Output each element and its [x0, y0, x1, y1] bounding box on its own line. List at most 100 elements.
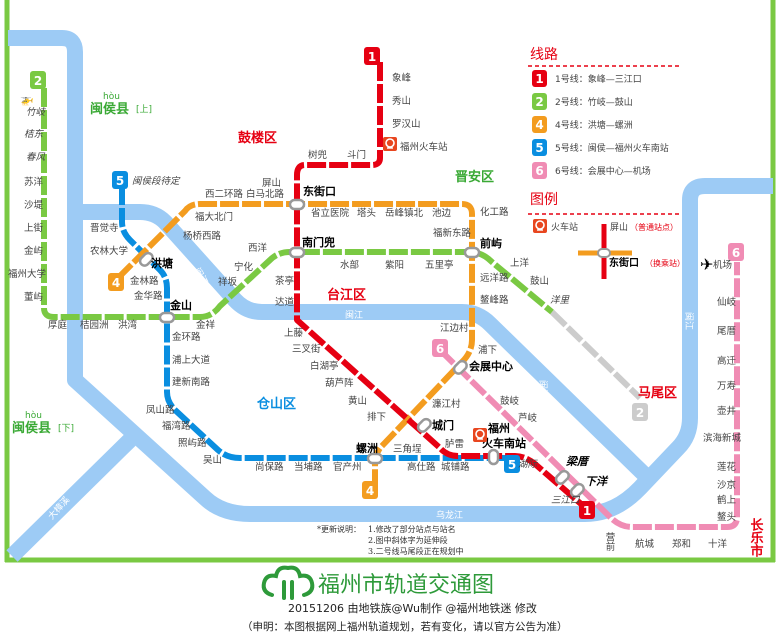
interchange-marker[interactable]: [366, 452, 384, 465]
station-label[interactable]: 上街: [24, 222, 44, 234]
station-label[interactable]: 黄山: [348, 395, 367, 407]
station-label[interactable]: 鼓岐: [500, 395, 520, 407]
transfer-station-label[interactable]: 梁厝: [565, 455, 590, 468]
station-label[interactable]: 城铺路: [441, 461, 470, 473]
station-label[interactable]: 金屿: [24, 245, 43, 257]
station-label[interactable]: 祥坂: [218, 276, 238, 288]
line-badge[interactable]: 1: [364, 47, 380, 65]
station-label[interactable]: 郑和: [672, 538, 691, 550]
station-label[interactable]: 高迁: [717, 355, 737, 367]
line-badge[interactable]: 6: [728, 243, 744, 261]
station-label[interactable]: 建新南路: [172, 376, 211, 388]
station-label[interactable]: 照屿路: [178, 437, 207, 449]
station-label[interactable]: 晋觉寺: [90, 223, 119, 234]
station-label[interactable]: 仙岐: [717, 296, 737, 308]
station-label[interactable]: 浦上大道: [172, 354, 211, 366]
station-label[interactable]: 池边: [432, 207, 452, 219]
station-label[interactable]: 官产州: [333, 461, 362, 473]
station-label[interactable]: 西二环路 白马北路: [205, 188, 285, 200]
line-badge[interactable]: 5: [112, 171, 128, 189]
station-label[interactable]: 三角埕: [393, 443, 422, 455]
station-label[interactable]: 鹤上: [717, 494, 737, 506]
station-label[interactable]: 桔园洲: [80, 319, 109, 331]
station-label[interactable]: 达道: [275, 296, 295, 308]
station-label[interactable]: 三叉街: [292, 343, 321, 355]
transfer-station-label[interactable]: 会展中心: [469, 359, 513, 373]
interchange-marker[interactable]: [569, 482, 585, 498]
station-label[interactable]: 吴山: [203, 455, 222, 466]
station-label[interactable]: 湖际: [518, 459, 539, 470]
transfer-station-label[interactable]: 前屿: [480, 236, 502, 250]
station-label[interactable]: 十洋: [708, 538, 728, 550]
station-label[interactable]: 厚庭: [48, 319, 68, 331]
station-label[interactable]: 福新东路: [433, 227, 472, 239]
station-label[interactable]: 宁化: [234, 261, 254, 273]
station-label[interactable]: 福州大学: [8, 268, 46, 280]
interchange-marker[interactable]: [288, 246, 306, 259]
station-label[interactable]: 尚保路: [255, 461, 284, 473]
station-label[interactable]: 莲花: [717, 461, 737, 473]
interchange-marker[interactable]: [138, 251, 154, 267]
transfer-station-label[interactable]: 下洋: [585, 475, 609, 488]
interchange-marker[interactable]: [452, 359, 468, 375]
station-label[interactable]: 洋里: [550, 294, 571, 306]
station-label[interactable]: 福州火车站: [400, 141, 448, 153]
station-label[interactable]: 屏山: [262, 178, 281, 189]
station-label[interactable]: 上藤: [284, 327, 304, 339]
interchange-marker[interactable]: [288, 198, 306, 211]
interchange-marker[interactable]: [487, 448, 500, 466]
station-label[interactable]: 苏洋: [24, 176, 44, 188]
line-badge[interactable]: 5: [504, 455, 520, 473]
transfer-station-label[interactable]: 金山: [169, 298, 192, 312]
station-label[interactable]: 紫阳: [385, 260, 404, 271]
station-label[interactable]: 象峰: [392, 72, 412, 84]
transfer-station-label[interactable]: 福州: [487, 421, 510, 435]
station-label[interactable]: 金华路: [134, 290, 163, 302]
station-label[interactable]: 省立医院: [311, 207, 350, 219]
station-label[interactable]: 沙京: [717, 479, 736, 491]
line-badge[interactable]: 4: [108, 273, 124, 291]
station-label[interactable]: 三江口: [551, 495, 581, 506]
station-label[interactable]: 高仕路: [407, 461, 436, 473]
station-label[interactable]: 岳峰镇北: [385, 207, 424, 219]
transfer-station-label[interactable]: 城门: [432, 418, 454, 432]
station-label[interactable]: 远洋路: [480, 272, 509, 284]
station-label[interactable]: 闽侯段待定: [132, 175, 181, 187]
interchange-marker[interactable]: [416, 417, 432, 433]
station-label[interactable]: 杨桥西路: [183, 230, 222, 242]
transfer-station-label[interactable]: 螺洲: [356, 441, 378, 455]
line-badge[interactable]: 2: [632, 403, 648, 421]
station-label[interactable]: 金环路: [172, 331, 201, 343]
transfer-station-label[interactable]: 东街口: [303, 184, 336, 198]
station-label[interactable]: 五里亭: [425, 259, 454, 271]
station-label[interactable]: 洪湾: [118, 319, 138, 331]
interchange-marker[interactable]: [554, 469, 570, 485]
line-badge[interactable]: 4: [362, 481, 378, 499]
station-label[interactable]: 董屿: [24, 291, 43, 303]
station-label[interactable]: 树兜: [308, 149, 328, 161]
station-label[interactable]: 罗汉山: [392, 119, 421, 130]
station-label[interactable]: 福湾路: [162, 420, 191, 432]
station-label[interactable]: 万寿: [717, 380, 736, 392]
station-label[interactable]: 浦下: [478, 344, 497, 356]
station-label[interactable]: 江边村: [440, 322, 469, 334]
station-label[interactable]: 葫芦阵: [325, 377, 354, 389]
station-label[interactable]: 凤山路: [146, 404, 175, 416]
station-label[interactable]: 竹岐: [26, 107, 47, 118]
transfer-station-label[interactable]: 南门兜: [302, 235, 335, 249]
station-label[interactable]: 白湖亭: [310, 360, 339, 372]
station-label[interactable]: 塔头: [357, 207, 376, 219]
station-label[interactable]: 福大北门: [195, 211, 233, 223]
station-label[interactable]: 航城: [635, 538, 655, 550]
station-label[interactable]: 金祥: [196, 319, 216, 331]
station-label[interactable]: 化工路: [480, 206, 509, 218]
station-label[interactable]: 胪雷: [445, 439, 464, 450]
transfer-station-label[interactable]: 洪塘: [151, 256, 173, 270]
line-badge[interactable]: 1: [579, 501, 595, 519]
station-label[interactable]: 水部: [340, 259, 359, 271]
station-label[interactable]: 斗门: [347, 149, 366, 161]
line-badge[interactable]: 6: [432, 339, 448, 357]
station-label[interactable]: 排下: [367, 411, 386, 423]
station-label[interactable]: 沙堤: [24, 199, 44, 211]
station-label[interactable]: 春风: [26, 152, 46, 163]
